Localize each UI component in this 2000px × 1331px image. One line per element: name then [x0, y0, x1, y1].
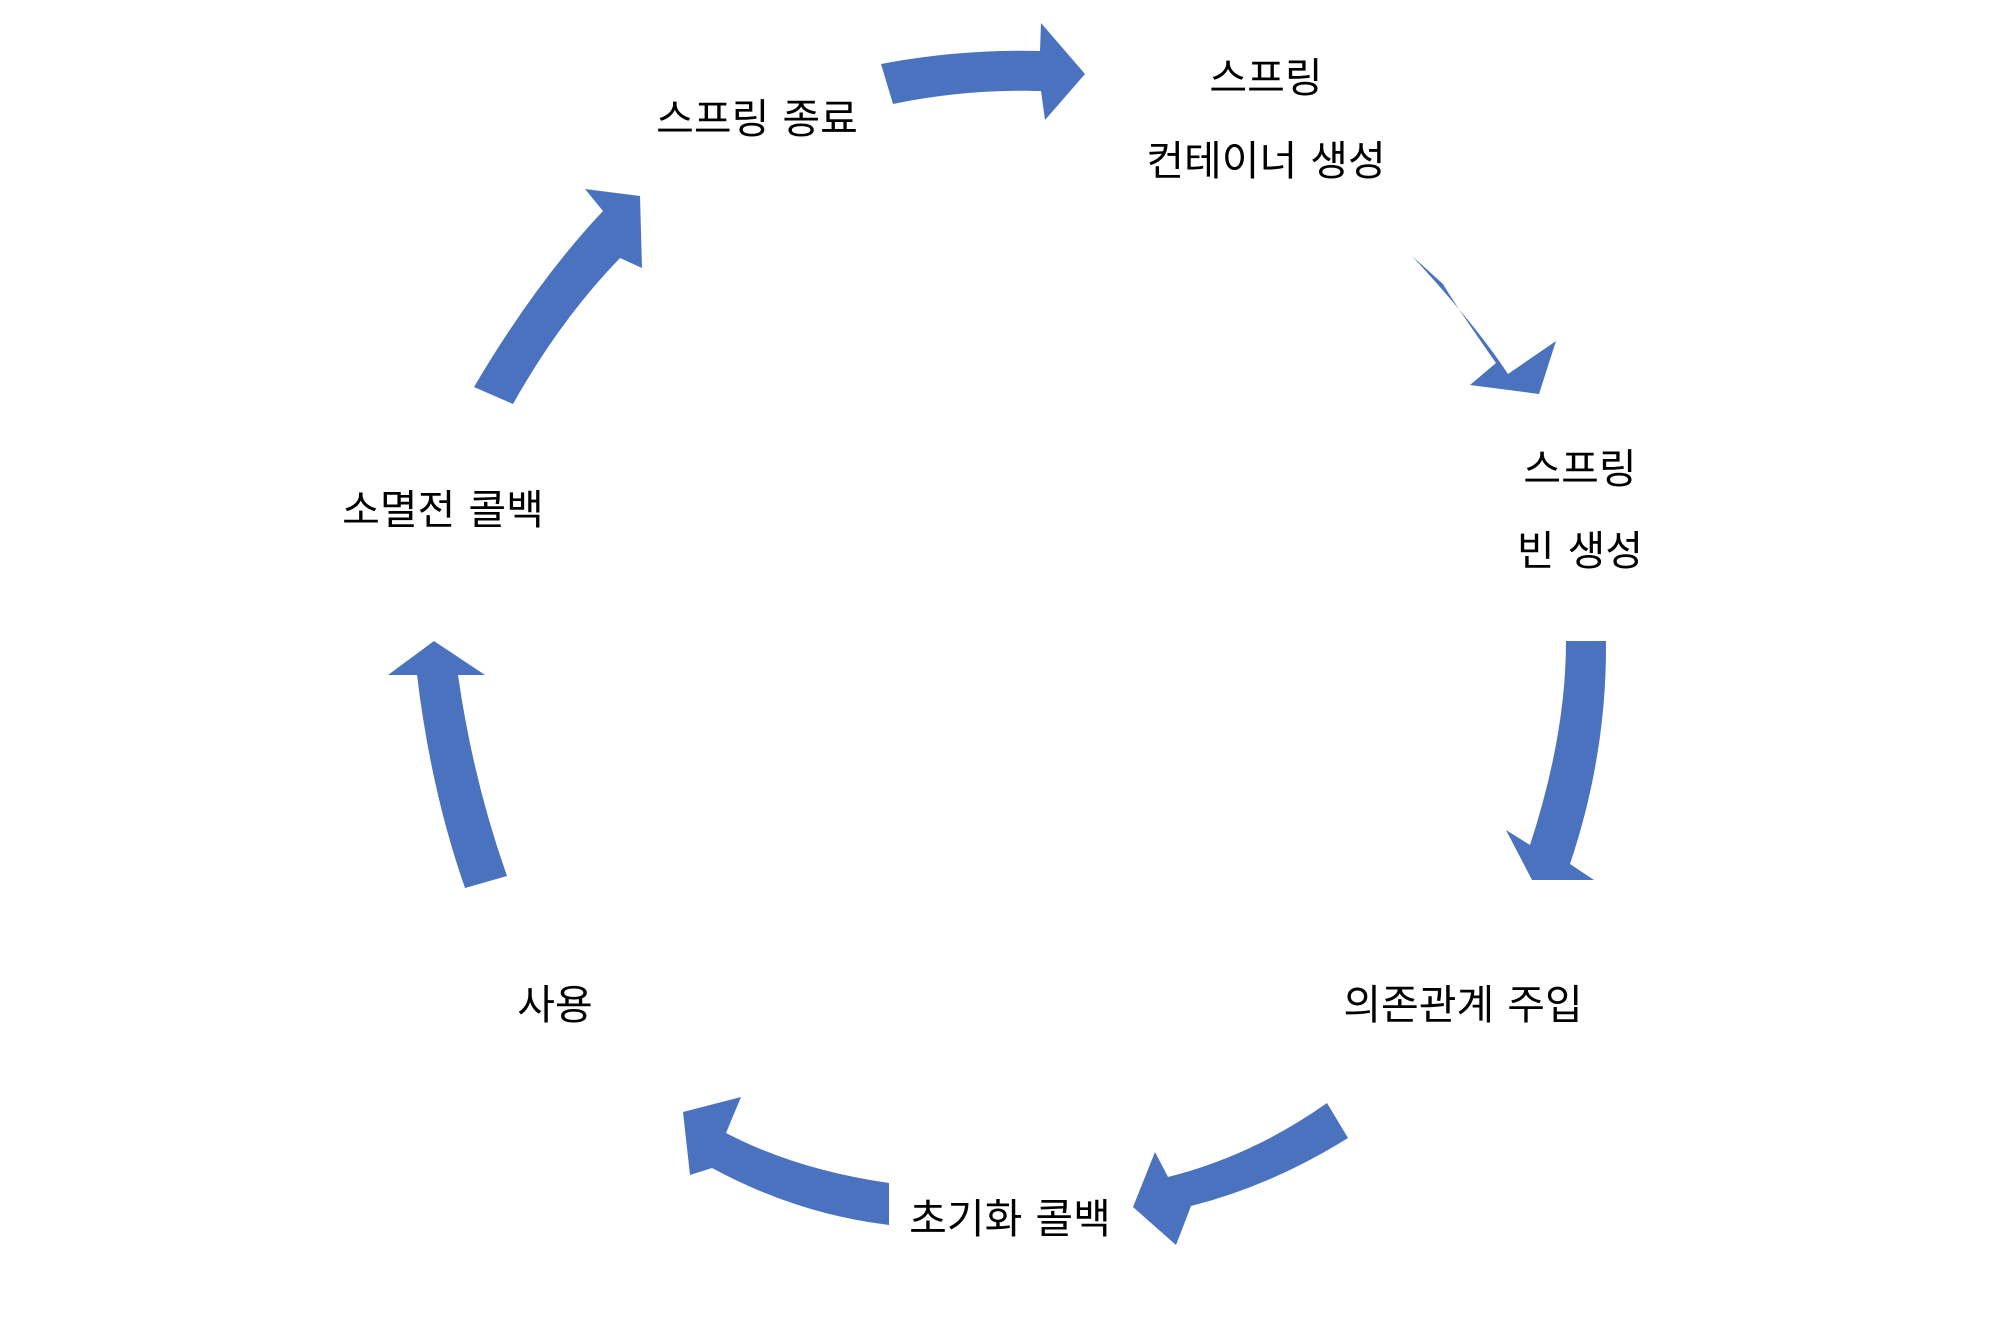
cycle-arrows — [388, 23, 1607, 1245]
node-bean-create-line1: 스프링 — [1523, 445, 1636, 493]
node-use: 사용 — [517, 981, 592, 1029]
arrow-init-to-use — [683, 1097, 889, 1225]
arrow-bean-to-di — [1506, 641, 1607, 880]
node-bean-create-line2: 빈 생성 — [1517, 527, 1643, 575]
arrow-use-to-destroy — [388, 641, 507, 888]
node-destroy-callback: 소멸전 콜백 — [342, 486, 544, 534]
arrow-destroy-to-shutdown — [474, 189, 642, 404]
arrow-shutdown-to-container — [881, 23, 1085, 120]
node-container-create-line2: 컨테이너 생성 — [1146, 137, 1385, 185]
node-dependency-injection: 의존관계 주입 — [1343, 981, 1582, 1029]
node-container-create-line1: 스프링 — [1209, 54, 1322, 102]
arrow-container-to-bean — [1412, 256, 1556, 394]
node-init-callback: 초기화 콜백 — [909, 1195, 1111, 1243]
node-spring-shutdown: 스프링 종료 — [656, 95, 858, 143]
arrow-di-to-init — [1133, 1103, 1348, 1245]
